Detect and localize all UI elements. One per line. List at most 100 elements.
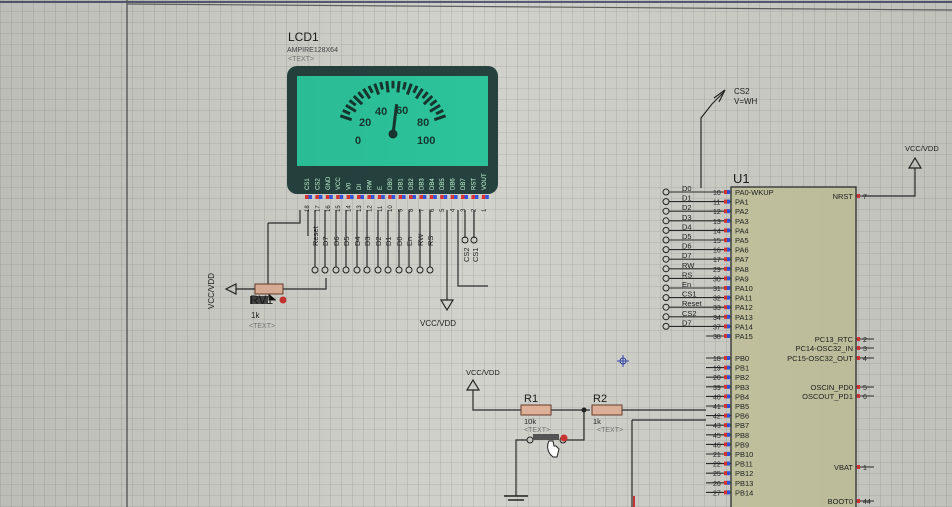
- u1-pin-number: 29: [713, 267, 721, 274]
- r2-text-field: <TEXT>: [597, 427, 623, 434]
- net-terminal[interactable]: [662, 265, 670, 273]
- net-terminal[interactable]: [662, 236, 670, 244]
- u1-pin-name: PA9: [735, 274, 749, 283]
- u1-pin-name: BOOT0: [828, 497, 853, 506]
- r2-value: 1k: [593, 417, 601, 426]
- u1-pin-number: 14: [713, 228, 721, 235]
- lcd-pin-marker: [419, 195, 423, 199]
- u1-pin-number: 27: [713, 490, 721, 497]
- lcd-pin-marker: [377, 195, 382, 199]
- u1-pin-number: 45: [713, 433, 721, 440]
- u1-pin-number: 41: [713, 404, 721, 411]
- u1-pin-name: PA4: [735, 226, 749, 235]
- gauge-label: 80: [417, 117, 429, 129]
- net-terminal[interactable]: [662, 207, 670, 215]
- lcd-pin-number: 11: [378, 205, 384, 212]
- lcd-pin-label: CS2: [315, 178, 321, 190]
- u1-pin-number: 2: [863, 337, 867, 344]
- lcd-bus-label: D1: [384, 236, 393, 246]
- bus-terminal[interactable]: [405, 266, 413, 274]
- u1-pin-name: PB0: [735, 354, 749, 363]
- u1-pin-number: 37: [713, 324, 721, 331]
- net-terminal[interactable]: [662, 303, 670, 311]
- net-terminal[interactable]: [662, 284, 670, 292]
- lcd-pin-number: 13: [357, 205, 363, 212]
- bus-terminal[interactable]: [321, 266, 329, 274]
- net-label: D0: [682, 184, 692, 193]
- u1-pin-name: PA0-WKUP: [735, 188, 774, 197]
- net-label: D7: [682, 318, 692, 327]
- lcd-pin-marker: [443, 195, 448, 199]
- net-terminal[interactable]: [662, 217, 670, 225]
- net-terminal[interactable]: [662, 255, 670, 263]
- gauge-label: 20: [359, 117, 371, 129]
- u1-pin-number: 39: [713, 385, 721, 392]
- net-terminal[interactable]: [662, 274, 670, 282]
- gauge-label: 0: [355, 135, 361, 147]
- lcd-pin-marker: [471, 195, 475, 199]
- net-terminal[interactable]: [662, 188, 670, 196]
- bus-terminal[interactable]: [426, 266, 434, 274]
- u1-pin-number: 25: [713, 471, 721, 478]
- r1-value: 10k: [524, 417, 536, 426]
- u1-pin-name: PB1: [735, 364, 749, 373]
- u1-pin-name: OSCOUT_PD1: [802, 392, 853, 401]
- net-terminal[interactable]: [662, 198, 670, 206]
- lcd-pin-marker: [454, 195, 458, 199]
- bus-terminal[interactable]: [363, 266, 371, 274]
- lcd-pin-marker: [402, 195, 406, 199]
- lcd-pin-marker: [305, 195, 309, 199]
- lcd-bus-label: RW: [416, 233, 425, 246]
- u1-pin-name: PA6: [735, 246, 749, 255]
- bus-terminal[interactable]: [416, 266, 424, 274]
- u1-pin-number: 7: [863, 194, 867, 201]
- net-terminal[interactable]: [662, 294, 670, 302]
- net-label: D4: [682, 222, 692, 231]
- r2-ref: R2: [593, 393, 607, 405]
- gauge-tick: [379, 81, 384, 90]
- gauge-label: 40: [375, 106, 387, 118]
- lcd-pin-marker: [336, 195, 340, 199]
- lcd-pin-marker: [450, 195, 455, 199]
- lcd-pin-marker: [481, 195, 486, 199]
- u1-pin-number: 1: [863, 465, 867, 472]
- u1-pin-name: OSCIN_PD0: [810, 383, 853, 392]
- u1-pin-number: 6: [863, 394, 867, 401]
- net-terminal[interactable]: [662, 322, 670, 330]
- net-terminal[interactable]: [662, 313, 670, 321]
- net-terminal[interactable]: [662, 246, 670, 254]
- rv1-value: 1k: [251, 311, 260, 320]
- lcd-pin-marker: [409, 195, 413, 199]
- lcd-bus-label: D2: [374, 236, 383, 246]
- lcd-pin-label: DB3: [419, 178, 425, 190]
- u1-pin-number: 38: [713, 334, 721, 341]
- bus-terminal[interactable]: [311, 266, 319, 274]
- bus-terminal[interactable]: [374, 266, 382, 274]
- u1-pin-name: PB13: [735, 479, 753, 488]
- u1-pin-name: PA5: [735, 236, 749, 245]
- lcd-pin-marker: [329, 195, 333, 199]
- bus-terminal[interactable]: [342, 266, 350, 274]
- lcd-pin-label: DB2: [409, 178, 415, 190]
- net-terminal[interactable]: [662, 226, 670, 234]
- u1-pin-name: PA11: [735, 294, 752, 303]
- u1-pin-name: PA12: [735, 303, 753, 312]
- lcd-pin-number: 10: [388, 205, 394, 212]
- net-label: D3: [682, 213, 692, 222]
- bus-terminal[interactable]: [395, 266, 403, 274]
- lcd-pin-marker: [350, 195, 354, 199]
- lcd-text-field: <TEXT>: [288, 56, 314, 63]
- lcd-bus-label: D4: [353, 236, 362, 246]
- r1-text-field: <TEXT>: [524, 427, 550, 434]
- u1-pin-oscout_pd1[interactable]: OSCOUT_PD1 6: [802, 392, 874, 401]
- bus-terminal[interactable]: [353, 266, 361, 274]
- bus-terminal[interactable]: [332, 266, 340, 274]
- bus-terminal[interactable]: [384, 266, 392, 274]
- lcd-pin-number: 12: [367, 205, 373, 212]
- lcd-part: AMPIRE128X64: [287, 47, 338, 54]
